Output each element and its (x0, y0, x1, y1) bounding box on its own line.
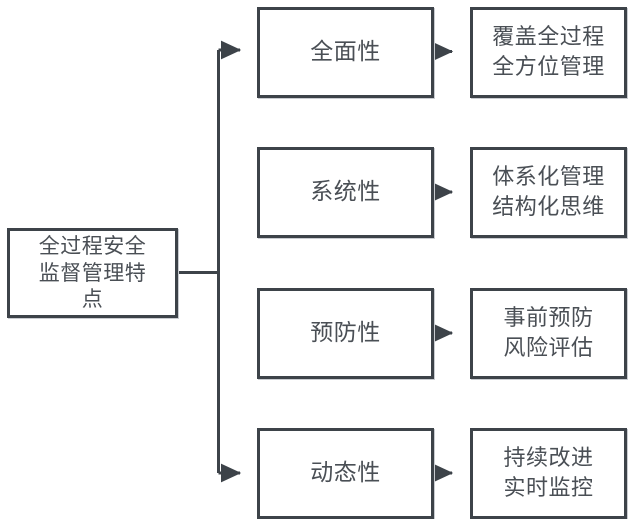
node-description-2[interactable]: 事前预防 风险评估 (470, 288, 627, 379)
node-root[interactable]: 全过程安全 监督管理特 点 (7, 228, 178, 318)
node-characteristic-2[interactable]: 预防性 (257, 288, 434, 379)
node-description-0[interactable]: 覆盖全过程 全方位管理 (470, 7, 627, 98)
node-characteristic-3-label: 动态性 (310, 459, 381, 486)
node-description-3-label: 持续改进 实时监控 (503, 446, 594, 501)
node-description-2-label: 事前预防 风险评估 (503, 306, 594, 361)
node-root-label: 全过程安全 监督管理特 点 (38, 233, 147, 312)
node-description-1-label: 体系化管理 结构化思维 (492, 165, 605, 220)
node-characteristic-3[interactable]: 动态性 (257, 428, 434, 519)
node-characteristic-1[interactable]: 系统性 (257, 147, 434, 238)
node-description-0-label: 覆盖全过程 全方位管理 (492, 25, 605, 80)
node-description-3[interactable]: 持续改进 实时监控 (470, 428, 627, 519)
node-characteristic-0[interactable]: 全面性 (257, 7, 434, 98)
node-characteristic-2-label: 预防性 (310, 319, 381, 346)
node-characteristic-0-label: 全面性 (310, 38, 381, 65)
node-description-1[interactable]: 体系化管理 结构化思维 (470, 147, 627, 238)
node-characteristic-1-label: 系统性 (310, 178, 381, 205)
